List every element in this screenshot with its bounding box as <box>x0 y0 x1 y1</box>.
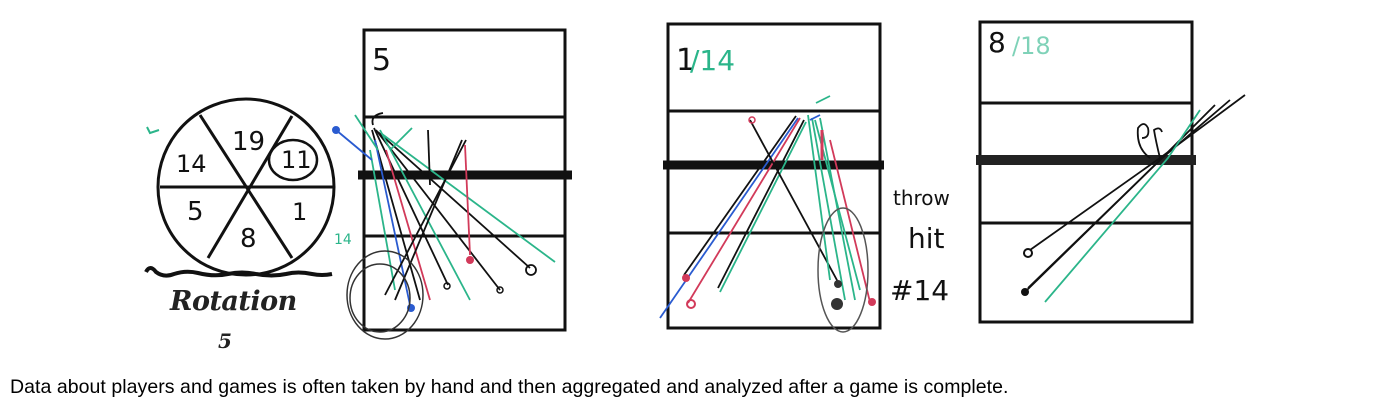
position-5: 5 <box>187 197 204 227</box>
annotation-hit: hit <box>908 222 945 255</box>
position-14: 14 <box>176 150 207 178</box>
court-2-sublabel: /14 <box>690 44 735 77</box>
court-3-sublabel: /18 <box>1012 32 1051 60</box>
side-mark-14: 14 <box>334 232 352 248</box>
position-19: 19 <box>232 127 265 157</box>
position-8: 8 <box>240 224 257 254</box>
annotation-player: #14 <box>890 274 949 307</box>
court-3-label: 8 <box>988 26 1006 59</box>
annotation-throw: throw <box>893 186 950 210</box>
court-1-label: 5 <box>372 43 391 78</box>
court-2-label: 1 <box>676 43 695 78</box>
hand-drawn-stats-figure: 19 11 1 8 5 14 <box>144 20 1246 353</box>
position-11: 11 <box>281 146 312 174</box>
court-2: 1 /14 throw hit #14 <box>659 22 950 333</box>
position-1: 1 <box>292 198 307 226</box>
wavy-underline <box>144 266 333 278</box>
court-3: 8 /18 <box>976 20 1246 324</box>
rotation-wheel <box>156 97 336 277</box>
rotation-label: Rotation <box>170 286 297 317</box>
rotation-positions: 19 11 1 8 5 14 <box>176 127 312 254</box>
rotation-number: 5 <box>218 329 232 353</box>
court-1: 5 14 <box>332 28 572 340</box>
figure-caption: Data about players and games is often ta… <box>10 376 1009 398</box>
